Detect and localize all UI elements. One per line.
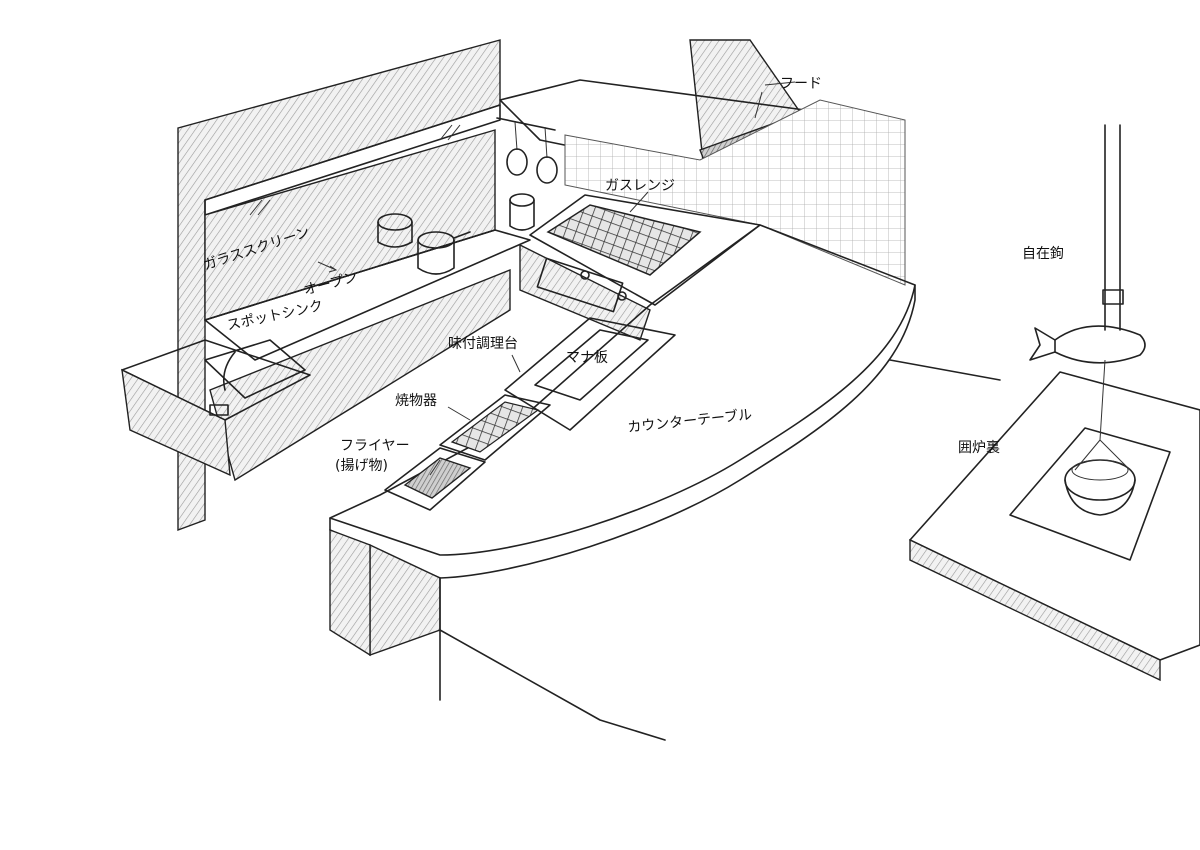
irori-pit — [1009, 427, 1171, 561]
seasoning-station — [504, 317, 676, 431]
irori-table — [909, 371, 1200, 682]
label-jizaikagi: 自在鉤 — [1022, 246, 1064, 262]
counter-table — [329, 224, 916, 741]
tile-backsplash — [564, 99, 906, 286]
fish-ornament — [1054, 325, 1146, 364]
pots — [377, 193, 535, 275]
gas-range — [519, 194, 761, 341]
label-hood: フード — [780, 76, 822, 92]
spot-sink-basin — [204, 339, 306, 399]
label-irori: 囲炉裏 — [958, 439, 1000, 456]
cutting-board — [534, 329, 649, 401]
hanging-pans — [496, 117, 558, 184]
label-seasoning-station: 味付調理台 — [448, 336, 518, 352]
jizaikagi — [1029, 124, 1146, 471]
label-grill: 焼物器 — [395, 393, 437, 409]
label-counter-table: カウンターテーブル — [627, 406, 753, 436]
leader-lines — [429, 91, 763, 476]
label-cutting-board: マナ板 — [566, 350, 608, 366]
label-fryer: フライヤー — [340, 438, 410, 454]
grill — [439, 394, 551, 461]
fryer — [384, 447, 486, 511]
label-gas-range: ガスレンジ — [605, 178, 675, 194]
label-fryer-note: (揚げ物) — [335, 457, 388, 474]
back-counter — [121, 229, 531, 482]
